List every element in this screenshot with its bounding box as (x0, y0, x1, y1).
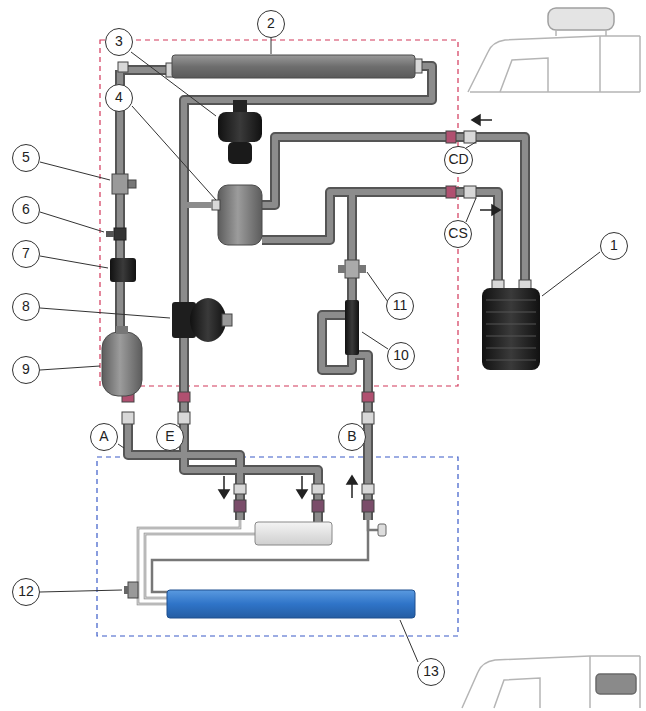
callout-number: 13 (417, 658, 445, 686)
evaporator (167, 590, 415, 618)
truck-icon (462, 656, 640, 708)
callout-number: 5 (12, 144, 40, 172)
valve (338, 260, 366, 278)
cab-frame (97, 457, 458, 636)
refrigerant-pipe (120, 66, 525, 522)
port-label: B (338, 423, 366, 451)
callout-number: 7 (12, 240, 40, 268)
port-label: E (156, 423, 184, 451)
callout-number: 6 (12, 196, 40, 224)
filter-unit (110, 258, 136, 282)
sensor (106, 228, 126, 240)
heat-exchanger-plate (345, 300, 359, 355)
expansion-unit (255, 522, 332, 545)
accumulator-tank (102, 326, 142, 396)
callout-number: 2 (257, 10, 285, 38)
service-valve (378, 524, 386, 536)
flow-arrow (219, 115, 500, 498)
callout-number: 3 (105, 28, 133, 56)
expansion-valve (124, 582, 138, 598)
port-label: CD (444, 146, 473, 174)
callout-number: 10 (387, 342, 415, 370)
pipe-fitting (118, 59, 531, 512)
port-label: CS (444, 220, 472, 248)
valve (112, 174, 136, 194)
pressure-switch (218, 100, 262, 164)
callout-number: 4 (105, 84, 133, 112)
callout-number: 9 (12, 356, 40, 384)
callout-number: 8 (12, 293, 40, 321)
callout-number: 12 (12, 578, 40, 606)
callout-number: 1 (600, 232, 628, 260)
port-label: A (90, 423, 118, 451)
truck-icon (468, 8, 640, 92)
receiver-drier (184, 185, 262, 245)
compressor (482, 288, 540, 370)
leader-line (40, 38, 600, 662)
engine-bay-frame (100, 40, 458, 386)
condenser (172, 55, 415, 78)
callout-number: 11 (386, 292, 414, 320)
pump (172, 298, 232, 342)
